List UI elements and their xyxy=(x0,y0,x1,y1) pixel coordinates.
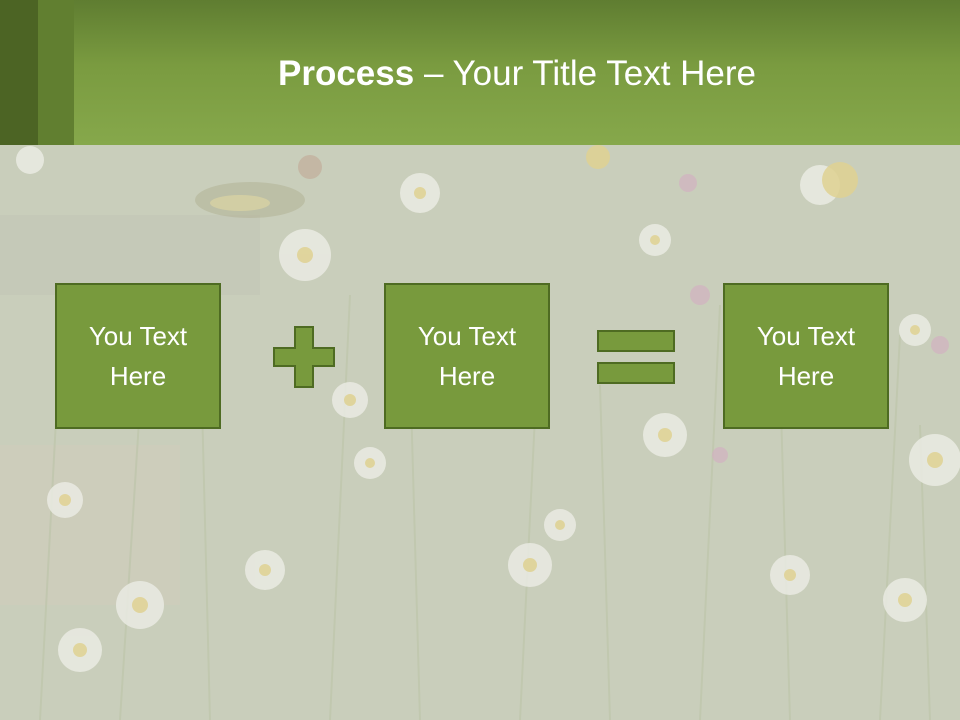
equals-icon xyxy=(597,330,675,384)
process-box-1-text: You Text Here xyxy=(88,321,188,391)
process-box-3[interactable]: You Text Here xyxy=(723,283,889,429)
header-accent-mid xyxy=(38,0,74,145)
title-bold-part: Process xyxy=(278,54,415,93)
plus-icon xyxy=(273,326,335,388)
process-box-1[interactable]: You Text Here xyxy=(55,283,221,429)
slide-title[interactable]: Process – Your Title Text Here xyxy=(74,50,960,98)
process-box-2-text: You Text Here xyxy=(417,321,517,391)
title-rest-part: – Your Title Text Here xyxy=(414,54,756,93)
meadow-background-image xyxy=(0,145,960,720)
process-box-3-text: You Text Here xyxy=(756,321,856,391)
process-box-2[interactable]: You Text Here xyxy=(384,283,550,429)
header-accent-dark xyxy=(0,0,38,145)
background-overlay xyxy=(0,145,960,720)
title-bar: Process – Your Title Text Here xyxy=(0,0,960,145)
